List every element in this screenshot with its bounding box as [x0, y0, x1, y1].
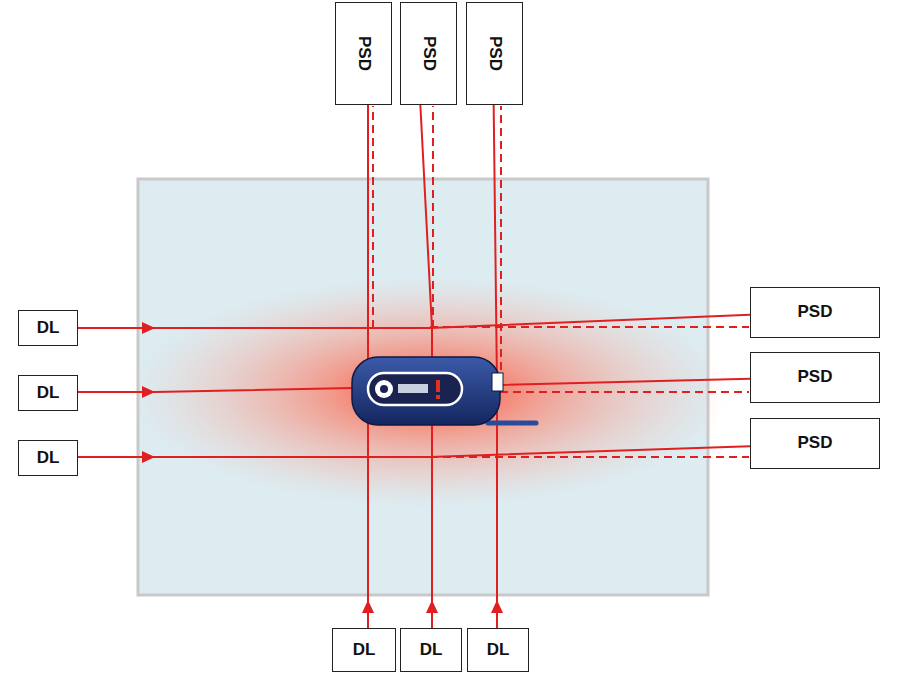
box-label: DL	[420, 641, 443, 660]
beam-arrowhead	[491, 600, 503, 613]
device-body	[352, 357, 500, 425]
device-logo	[375, 380, 393, 398]
box-label: PSD	[798, 303, 833, 322]
diode-laser-box: DL	[18, 375, 78, 411]
box-label: PSD	[485, 36, 504, 71]
diode-laser-box: DL	[400, 628, 462, 672]
device-indicator	[436, 380, 440, 392]
psd-sensor-box: PSD	[750, 287, 880, 338]
box-label: DL	[37, 319, 60, 338]
diode-laser-box: DL	[467, 628, 529, 672]
diode-laser-box: DL	[332, 628, 396, 672]
beam-arrowhead	[362, 600, 374, 613]
device-tab	[488, 421, 536, 426]
beam-line	[78, 315, 750, 328]
psd-sensor-box: PSD	[335, 2, 392, 105]
device-indicator-dot	[436, 395, 440, 399]
diode-laser-box: DL	[18, 440, 78, 476]
laser-beam	[78, 446, 750, 463]
device-display	[368, 373, 462, 405]
box-label: PSD	[798, 434, 833, 453]
box-label: DL	[37, 449, 60, 468]
device-logo-dot	[380, 385, 388, 393]
box-label: PSD	[798, 368, 833, 387]
psd-sensor-box: PSD	[400, 2, 457, 105]
box-label: DL	[37, 384, 60, 403]
psd-sensor-box: PSD	[466, 2, 523, 105]
beam-arrowhead	[142, 451, 155, 463]
box-label: DL	[353, 641, 376, 660]
psd-sensor-box: PSD	[750, 352, 880, 403]
device-window	[492, 373, 503, 391]
beam-arrowhead	[142, 386, 155, 398]
beam-arrowhead	[142, 322, 155, 334]
box-label: PSD	[419, 36, 438, 71]
laser-beam	[78, 315, 750, 334]
beam-arrowhead	[426, 600, 438, 613]
device-screen	[398, 384, 428, 393]
box-label: DL	[487, 641, 510, 660]
box-label: PSD	[354, 36, 373, 71]
heat-glow	[130, 277, 730, 507]
psd-sensor-box: PSD	[750, 418, 880, 469]
beam-line	[78, 446, 750, 457]
diode-laser-box: DL	[18, 310, 78, 346]
